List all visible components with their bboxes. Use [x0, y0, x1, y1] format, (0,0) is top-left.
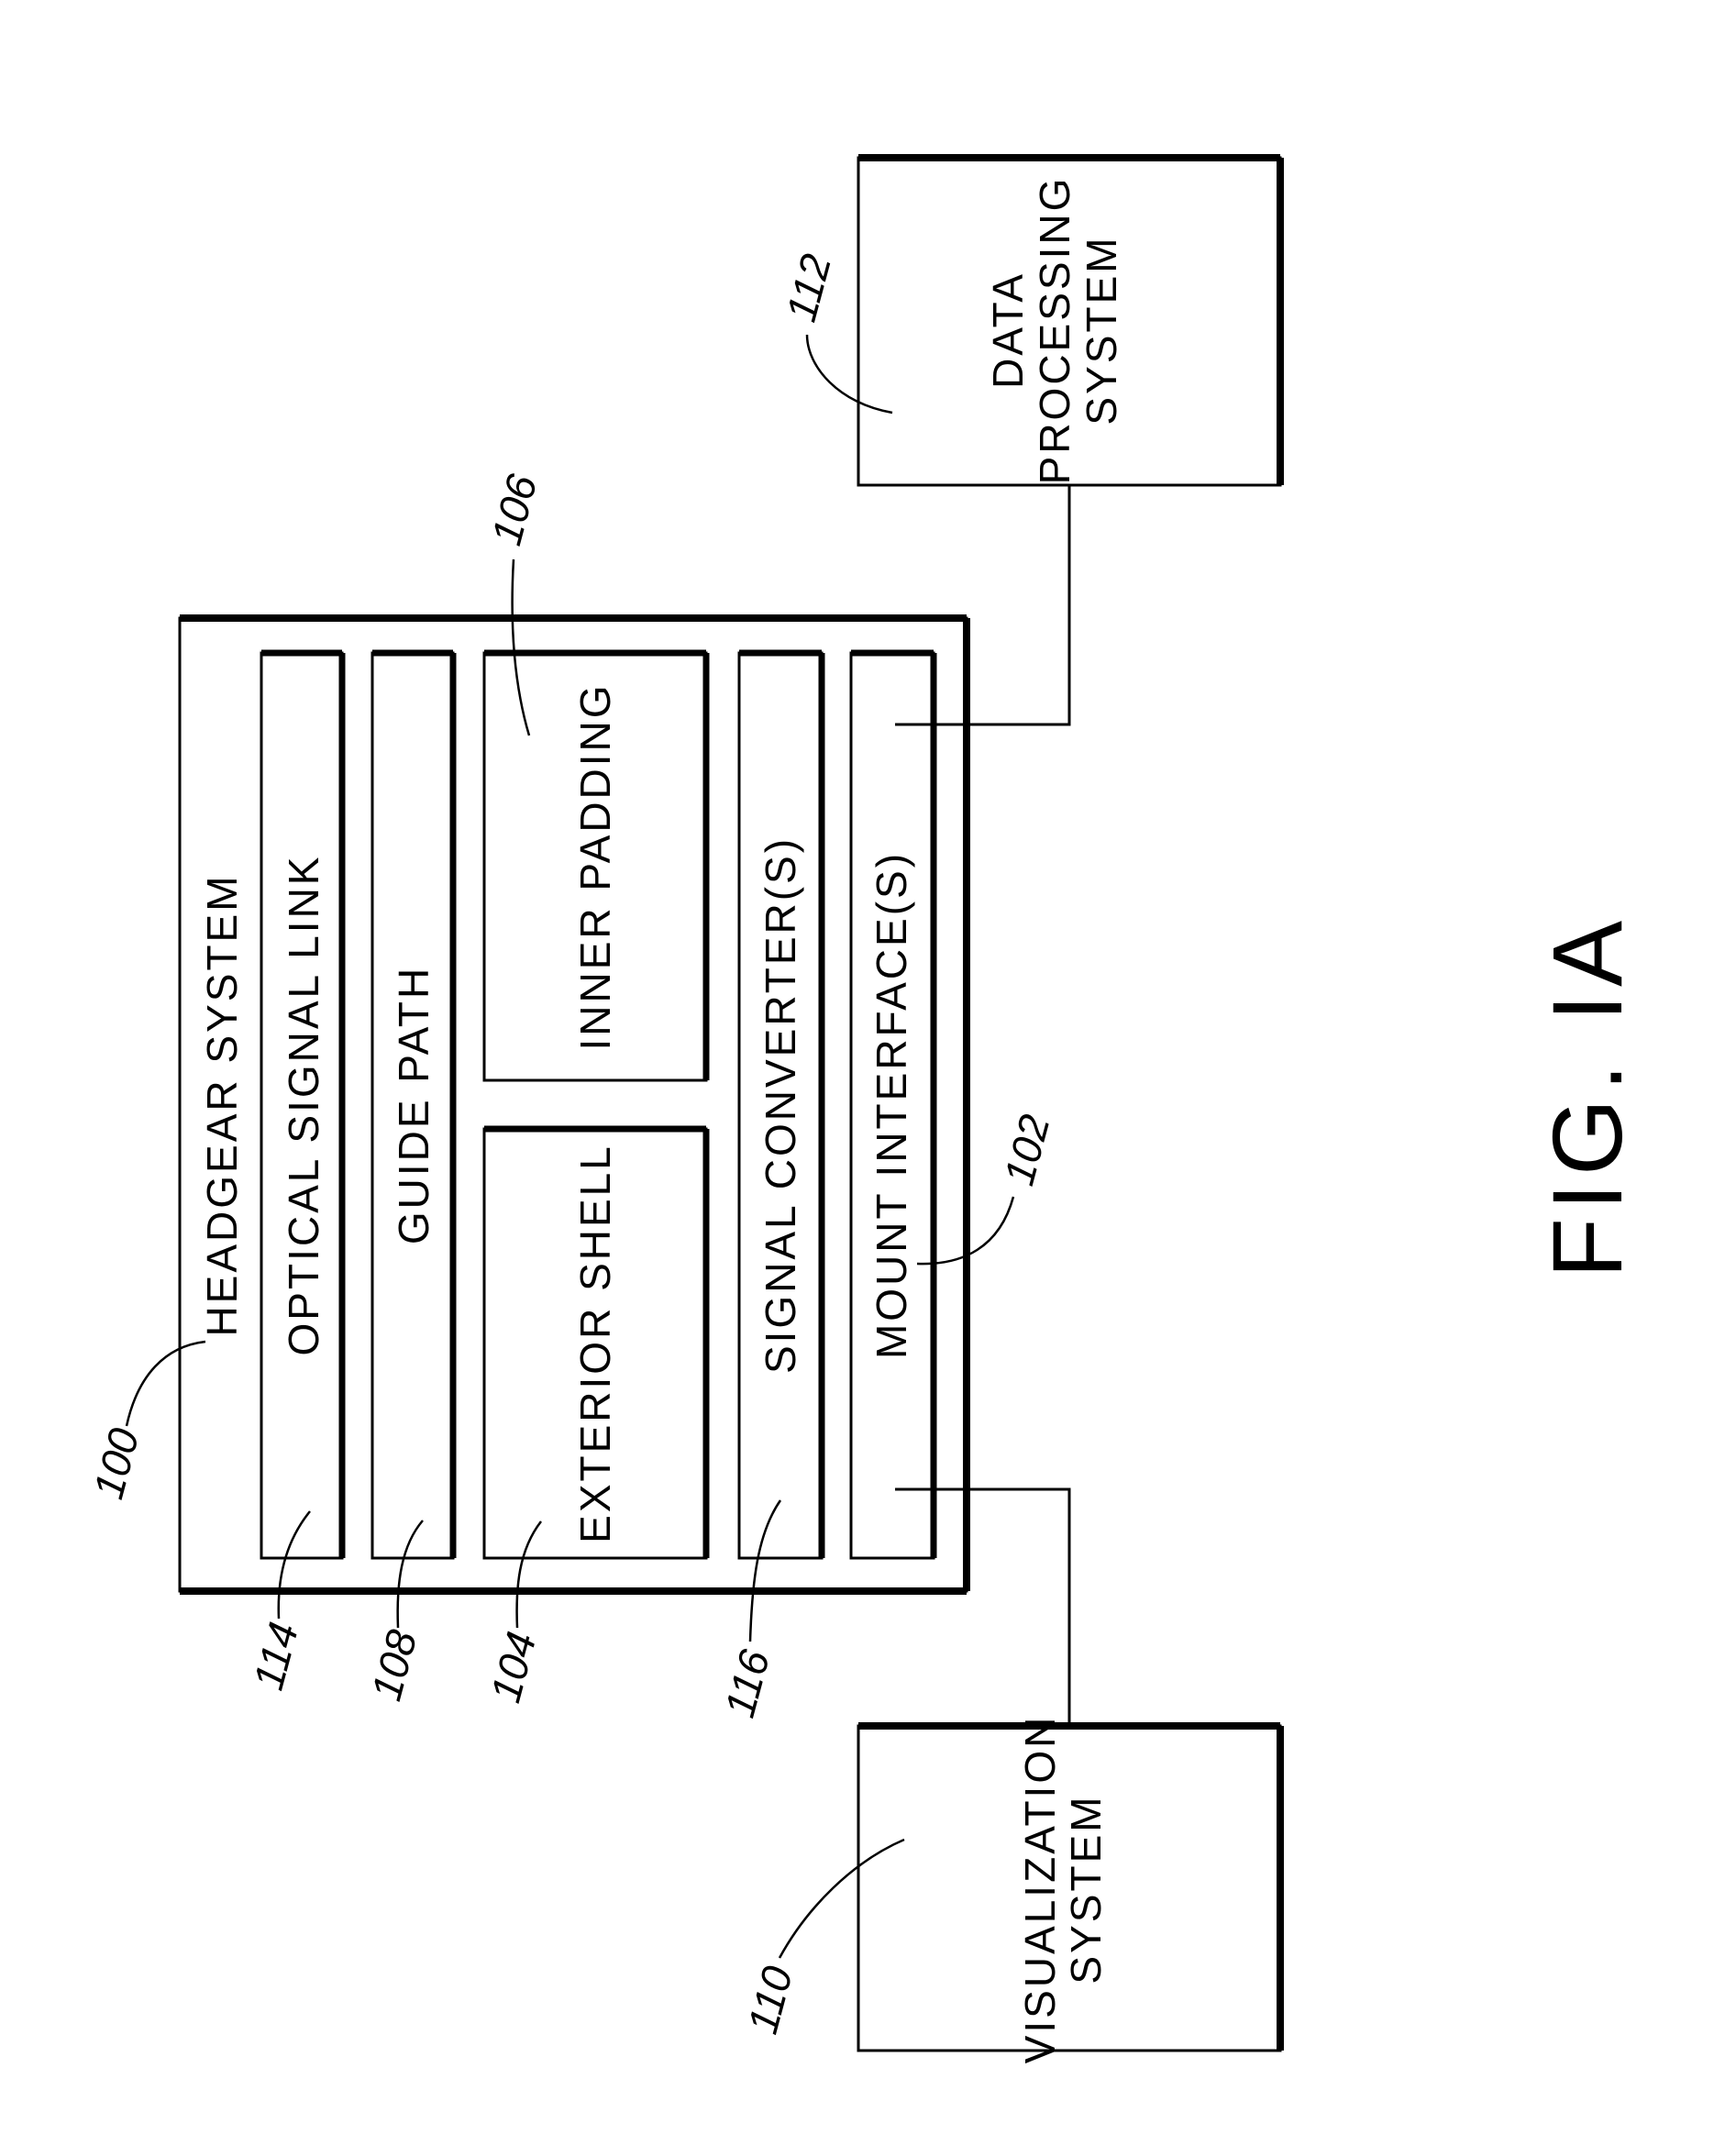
leader-110	[780, 1840, 904, 1958]
leader-114	[279, 1511, 310, 1619]
ref-100: 100	[83, 1423, 148, 1504]
leader-104	[517, 1521, 541, 1628]
leader-112	[807, 335, 892, 413]
headgear-system-title: HEADGEAR SYSTEM	[198, 873, 246, 1336]
ref-108: 108	[361, 1625, 426, 1706]
leader-106	[513, 559, 529, 735]
connector-mount-to-visualization	[895, 1489, 1069, 1726]
leader-100	[127, 1342, 205, 1426]
data-processing-label-line-2: PROCESSING	[1031, 176, 1078, 485]
data-processing-label-line-1: DATA	[984, 271, 1032, 389]
ref-104: 104	[481, 1627, 545, 1708]
figure-label: FIG. IA	[1531, 913, 1642, 1278]
ref-110: 110	[738, 1961, 802, 2039]
data-processing-label-line-3: SYSTEM	[1078, 235, 1125, 425]
mount-interfaces-label: MOUNT INTERFACE(S)	[868, 851, 915, 1359]
exterior-shell-label: EXTERIOR SHELL	[571, 1144, 619, 1543]
leader-108	[398, 1520, 423, 1628]
visualization-label-line-2: SYSTEM	[1062, 1794, 1110, 1984]
ref-116: 116	[715, 1644, 779, 1722]
leader-116	[750, 1500, 780, 1642]
signal-converters-label: SIGNAL CONVERTER(S)	[757, 836, 804, 1374]
ref-114: 114	[244, 1618, 307, 1695]
guide-path-label: GUIDE PATH	[390, 966, 437, 1244]
inner-padding-label: INNER PADDING	[571, 682, 619, 1050]
visualization-label-line-1: VISUALIZATION	[1016, 1715, 1064, 2064]
optical-signal-link-label: OPTICAL SIGNAL LINK	[280, 855, 327, 1356]
ref-112: 112	[777, 249, 840, 326]
ref-106: 106	[481, 470, 546, 550]
ref-102: 102	[994, 1110, 1058, 1190]
connector-mount-to-data-processing	[895, 485, 1069, 724]
